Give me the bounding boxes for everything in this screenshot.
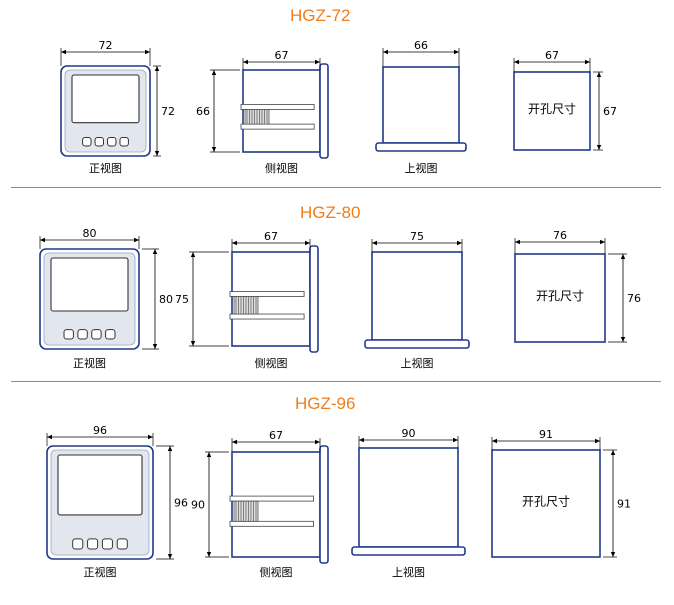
top-view-label: 上视图 bbox=[405, 161, 438, 175]
top-view-hgz-72: 66 上视图 bbox=[375, 39, 467, 175]
top-width-label: 90 bbox=[402, 427, 416, 440]
section-separator-1 bbox=[11, 187, 661, 188]
front-key-button bbox=[116, 538, 128, 550]
cutout-height-label: 91 bbox=[617, 498, 631, 511]
top-body bbox=[371, 251, 463, 341]
front-key-button bbox=[94, 137, 104, 147]
side-view-hgz-72: 67 66 侧视图 bbox=[196, 49, 329, 175]
side-height-label: 90 bbox=[191, 499, 205, 512]
model-title-hgz-80: HGZ-80 bbox=[300, 203, 361, 222]
side-clamp-rail bbox=[229, 291, 305, 297]
display-window bbox=[50, 257, 129, 312]
side-depth-label: 67 bbox=[264, 230, 278, 243]
side-front-flange bbox=[319, 445, 329, 564]
front-key-button bbox=[101, 538, 113, 550]
cutout-width-label: 91 bbox=[539, 428, 553, 441]
top-view-label: 上视图 bbox=[401, 356, 434, 370]
cutout-height-label: 67 bbox=[603, 105, 617, 118]
top-width-label: 75 bbox=[410, 230, 424, 243]
front-view-label: 正视图 bbox=[84, 565, 117, 579]
cutout-label: 开孔尺寸 bbox=[536, 289, 584, 303]
side-front-flange bbox=[319, 63, 329, 159]
side-clamp-rail bbox=[240, 104, 315, 110]
front-key-button bbox=[107, 137, 117, 147]
cutout-outline bbox=[514, 253, 606, 343]
front-key-button bbox=[77, 329, 88, 340]
front-view-hgz-72: 72 72 正视图 bbox=[60, 39, 175, 175]
front-key-button bbox=[82, 137, 92, 147]
cutout-hgz-96: 开孔尺寸 91 91 bbox=[491, 428, 631, 558]
side-depth-label: 67 bbox=[275, 49, 289, 62]
front-height-label: 72 bbox=[161, 105, 175, 118]
top-body bbox=[382, 66, 460, 144]
side-view-label: 侧视图 bbox=[265, 161, 298, 175]
top-view-hgz-80: 75 上视图 bbox=[364, 230, 470, 370]
side-depth-label: 67 bbox=[269, 429, 283, 442]
model-title-hgz-96: HGZ-96 bbox=[295, 394, 356, 413]
top-front-flange bbox=[375, 142, 467, 152]
side-view-hgz-80: 67 75 侧视图 bbox=[175, 230, 319, 370]
front-view-label: 正视图 bbox=[89, 161, 122, 175]
side-height-label: 66 bbox=[196, 105, 210, 118]
cutout-width-label: 67 bbox=[545, 49, 559, 62]
side-view-label: 侧视图 bbox=[260, 565, 293, 579]
top-body bbox=[358, 447, 459, 548]
side-height-label: 75 bbox=[175, 293, 189, 306]
cutout-hgz-80: 开孔尺寸 76 76 bbox=[514, 229, 641, 343]
front-view-hgz-96: 96 96 正视图 bbox=[46, 424, 188, 579]
front-key-button bbox=[63, 329, 74, 340]
top-width-label: 66 bbox=[414, 39, 428, 52]
front-width-label: 96 bbox=[93, 424, 107, 437]
side-clamp-rail bbox=[229, 495, 314, 502]
cutout-height-label: 76 bbox=[627, 292, 641, 305]
front-width-label: 80 bbox=[83, 227, 97, 240]
model-title-hgz-72: HGZ-72 bbox=[290, 6, 351, 25]
side-front-flange bbox=[309, 245, 319, 353]
top-view-hgz-96: 90 上视图 bbox=[351, 427, 466, 579]
front-key-button bbox=[105, 329, 116, 340]
cutout-width-label: 76 bbox=[553, 229, 567, 242]
top-front-flange bbox=[364, 339, 470, 349]
display-window bbox=[71, 74, 140, 124]
front-view-label: 正视图 bbox=[73, 356, 106, 370]
front-height-label: 80 bbox=[159, 293, 173, 306]
side-clamp-rail bbox=[240, 123, 315, 130]
front-width-label: 72 bbox=[99, 39, 113, 52]
cutout-label: 开孔尺寸 bbox=[522, 495, 570, 509]
cutout-outline bbox=[491, 449, 601, 558]
top-front-flange bbox=[351, 546, 466, 556]
side-view-label: 侧视图 bbox=[255, 356, 288, 370]
top-view-label: 上视图 bbox=[392, 565, 425, 579]
side-clamp-rail bbox=[229, 520, 314, 527]
front-height-label: 96 bbox=[174, 497, 188, 510]
cutout-hgz-72: 开孔尺寸 67 67 bbox=[513, 49, 617, 151]
side-clamp-rail bbox=[229, 313, 305, 320]
side-view-hgz-96: 67 90 侧视图 bbox=[191, 429, 329, 579]
display-window bbox=[57, 454, 143, 516]
front-key-button bbox=[87, 538, 99, 550]
front-key-button bbox=[91, 329, 102, 340]
front-view-hgz-80: 80 80 正视图 bbox=[39, 227, 173, 370]
front-key-button bbox=[72, 538, 84, 550]
section-separator-2 bbox=[11, 381, 661, 382]
cutout-label: 开孔尺寸 bbox=[528, 102, 576, 116]
front-key-button bbox=[119, 137, 129, 147]
cutout-outline bbox=[513, 71, 591, 151]
